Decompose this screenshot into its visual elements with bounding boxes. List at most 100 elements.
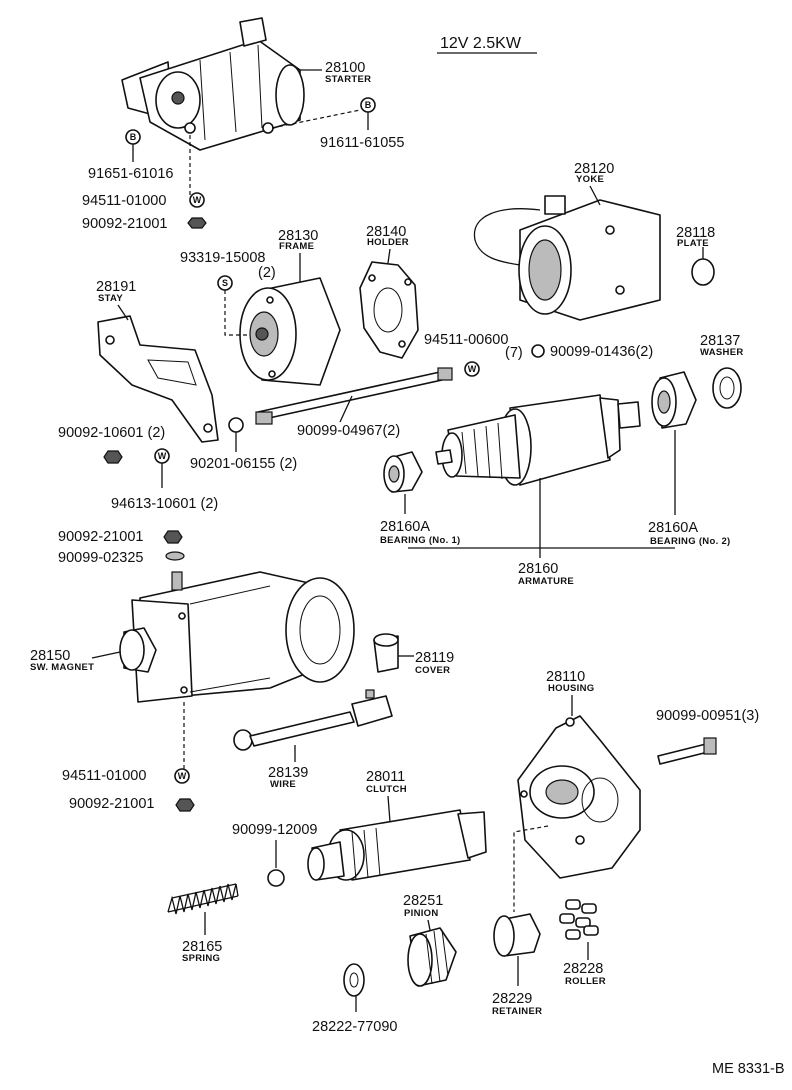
nut-icon-1 (187, 217, 207, 229)
washer-28137-drawing (712, 367, 742, 409)
part-28251-number: 28251 (403, 893, 443, 909)
holder-drawing (359, 261, 419, 359)
nut-icon-3 (163, 530, 183, 544)
part-28150-name: SW. MAGNET (30, 662, 94, 673)
leader-28011 (387, 795, 391, 823)
part-28165-number: 28165 (182, 939, 222, 955)
part-28137-name: WASHER (700, 347, 744, 358)
cover-drawing (373, 633, 399, 673)
part-28119-number: 28119 (415, 650, 454, 666)
washer-symbol-3 (464, 361, 480, 377)
part-28229-number: 28229 (492, 991, 532, 1007)
part-93319-qty: (2) (258, 265, 276, 281)
part-28137-number: 28137 (700, 333, 740, 349)
part-28251-name: PINION (404, 908, 439, 919)
leader-28191 (117, 304, 129, 321)
bearing-no2-drawing (651, 371, 697, 429)
nut-icon-2 (103, 450, 123, 464)
part-28100-number: 28100 (325, 60, 365, 76)
part-90092c-number: 90092-21001 (58, 529, 143, 545)
part-28110-name: HOUSING (548, 683, 594, 694)
part-93319-number: 93319-15008 (180, 250, 265, 266)
part-28160-name: ARMATURE (518, 576, 574, 587)
wire-drawing (233, 689, 393, 751)
washer-90099c-drawing (165, 551, 185, 561)
armature-drawing (435, 394, 641, 486)
washer-28137-hole (719, 376, 735, 400)
part-28191-number: 28191 (96, 279, 136, 295)
bolt-symbol-right-letter: B (365, 100, 372, 110)
part-28118-number: 28118 (676, 225, 715, 241)
bearing-no1-drawing (383, 451, 423, 493)
yoke-drawing (473, 195, 661, 321)
spring-drawing (167, 883, 239, 915)
part-90092d-number: 90092-21001 (69, 796, 154, 812)
leader-28140 (387, 248, 391, 264)
part-28160a1-number: 28160A (380, 519, 430, 535)
part-90099c-number: 90099-02325 (58, 550, 143, 566)
part-94511b-qty: (7) (505, 345, 523, 361)
part-28110-number: 28110 (546, 669, 585, 685)
nut-icon-4 (175, 798, 195, 812)
part-28160-number: 28160 (518, 561, 558, 577)
part-28119-name: COVER (415, 665, 450, 676)
part-28140-name: HOLDER (367, 237, 409, 248)
part-28222-number: 28222-77090 (312, 1019, 397, 1035)
part-94511c-number: 94511-01000 (62, 768, 146, 784)
part-90092b-number: 90092-10601 (2) (58, 425, 165, 441)
leader-28120 (589, 185, 601, 206)
part-90099e-number: 90099-12009 (232, 822, 317, 838)
pinion-drawing (407, 927, 457, 987)
part-28191-name: STAY (98, 293, 123, 304)
part-28100-name: STARTER (325, 74, 371, 85)
leader-90099b (339, 395, 353, 423)
washer-90201-drawing (228, 417, 244, 433)
part-28120-number: 28120 (574, 161, 614, 177)
washer-90099a-drawing (531, 344, 545, 358)
part-28160a2-number: 28160A (648, 520, 698, 536)
bolt-symbol-left-letter: B (130, 132, 137, 142)
washer-symbol-1 (189, 192, 205, 208)
part-94613-number: 94613-10601 (2) (111, 496, 218, 512)
washer-symbol-1-letter: W (193, 195, 202, 205)
part-90099b-number: 90099-04967(2) (297, 423, 400, 439)
part-28118-name: PLATE (677, 238, 709, 249)
part-28228-number: 28228 (563, 961, 603, 977)
part-94511a-number: 94511-01000 (82, 193, 166, 209)
part-90099d-number: 90099-00951(3) (656, 708, 759, 724)
part-28229-name: RETAINER (492, 1006, 542, 1017)
part-28165-name: SPRING (182, 953, 220, 964)
part-28150-number: 28150 (30, 648, 70, 664)
roller-drawing (559, 899, 599, 940)
screw-symbol-letter: S (222, 278, 228, 288)
part-28130-number: 28130 (278, 228, 318, 244)
retainer-drawing (493, 913, 541, 957)
spec-title: 12V 2.5KW (440, 35, 522, 52)
housing-drawing (517, 715, 641, 879)
part-28120-name: YOKE (576, 174, 604, 185)
sw-magnet-drawing (119, 571, 355, 703)
part-28139-number: 28139 (268, 765, 308, 781)
part-91611-number: 91611-61055 (320, 135, 404, 151)
part-91651-number: 91651-61016 (88, 166, 173, 182)
leader-28251 (427, 919, 431, 931)
part-90201-number: 90201-06155 (2) (190, 456, 297, 472)
dash-housing (513, 825, 549, 912)
part-90099a-number: 90099-01436(2) (550, 344, 653, 360)
washer-28222-drawing (343, 963, 365, 997)
washer-28222-hole (349, 972, 359, 988)
clutch-drawing (307, 809, 487, 881)
frame-drawing (239, 277, 341, 386)
part-28228-name: ROLLER (565, 976, 606, 987)
washer-symbol-3-letter: W (468, 364, 477, 374)
part-90092a-number: 90092-21001 (82, 216, 167, 232)
bolt-90099d-drawing (657, 737, 717, 765)
part-94511b-number: 94511-00600 (424, 332, 508, 348)
washer-symbol-2-letter: W (158, 451, 167, 461)
washer-symbol-4 (174, 768, 190, 784)
stay-drawing (97, 315, 219, 443)
washer-symbol-4-letter: W (178, 771, 187, 781)
diagram-reference-code: ME 8331-B (712, 1061, 785, 1077)
dash-bolt-right (271, 109, 361, 129)
